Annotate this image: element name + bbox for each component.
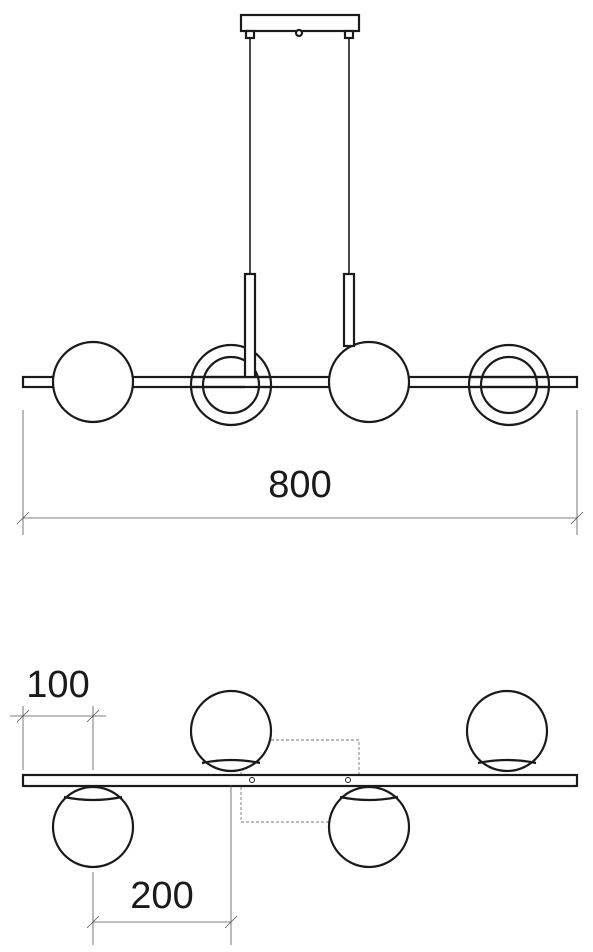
- canopy-mount-left: [244, 29, 256, 40]
- width-dimension-label: 800: [268, 464, 331, 506]
- plan-globe-4-cap: [339, 795, 399, 802]
- bar-mount-hole-left: [249, 777, 255, 783]
- width-dimension: 800: [16, 410, 584, 535]
- ceiling-canopy: [239, 13, 361, 33]
- plan-globe-1-cap: [201, 758, 261, 765]
- plan-globe-3-cap: [477, 758, 537, 765]
- plan-globe-1: [189, 689, 273, 773]
- canopy-screw: [294, 28, 304, 38]
- front-elevation: 800: [16, 13, 584, 535]
- offset-dimension: 100: [10, 664, 106, 770]
- globe-1: [51, 340, 135, 424]
- ring-outer-1: [189, 343, 273, 427]
- horizontal-bar-plan: [21, 773, 579, 788]
- plan-globe-2-cap: [63, 795, 123, 802]
- ring-inner-1: [201, 355, 261, 415]
- spacing-dimension: 200: [86, 785, 238, 945]
- plan-globe-3: [465, 689, 549, 773]
- ring-inner-2: [479, 355, 539, 415]
- holder-rod-left: [243, 272, 257, 379]
- globe-2: [327, 340, 411, 424]
- bar-mount-hole-right: [345, 777, 351, 783]
- ring-outer-2: [467, 343, 551, 427]
- horizontal-bar-front: [21, 375, 579, 389]
- plan-view: 100 200: [10, 664, 579, 945]
- spacing-dimension-label: 200: [130, 875, 193, 917]
- canopy-mount-right: [343, 29, 355, 40]
- offset-dimension-label: 100: [26, 664, 89, 706]
- holder-rod-right: [342, 272, 356, 348]
